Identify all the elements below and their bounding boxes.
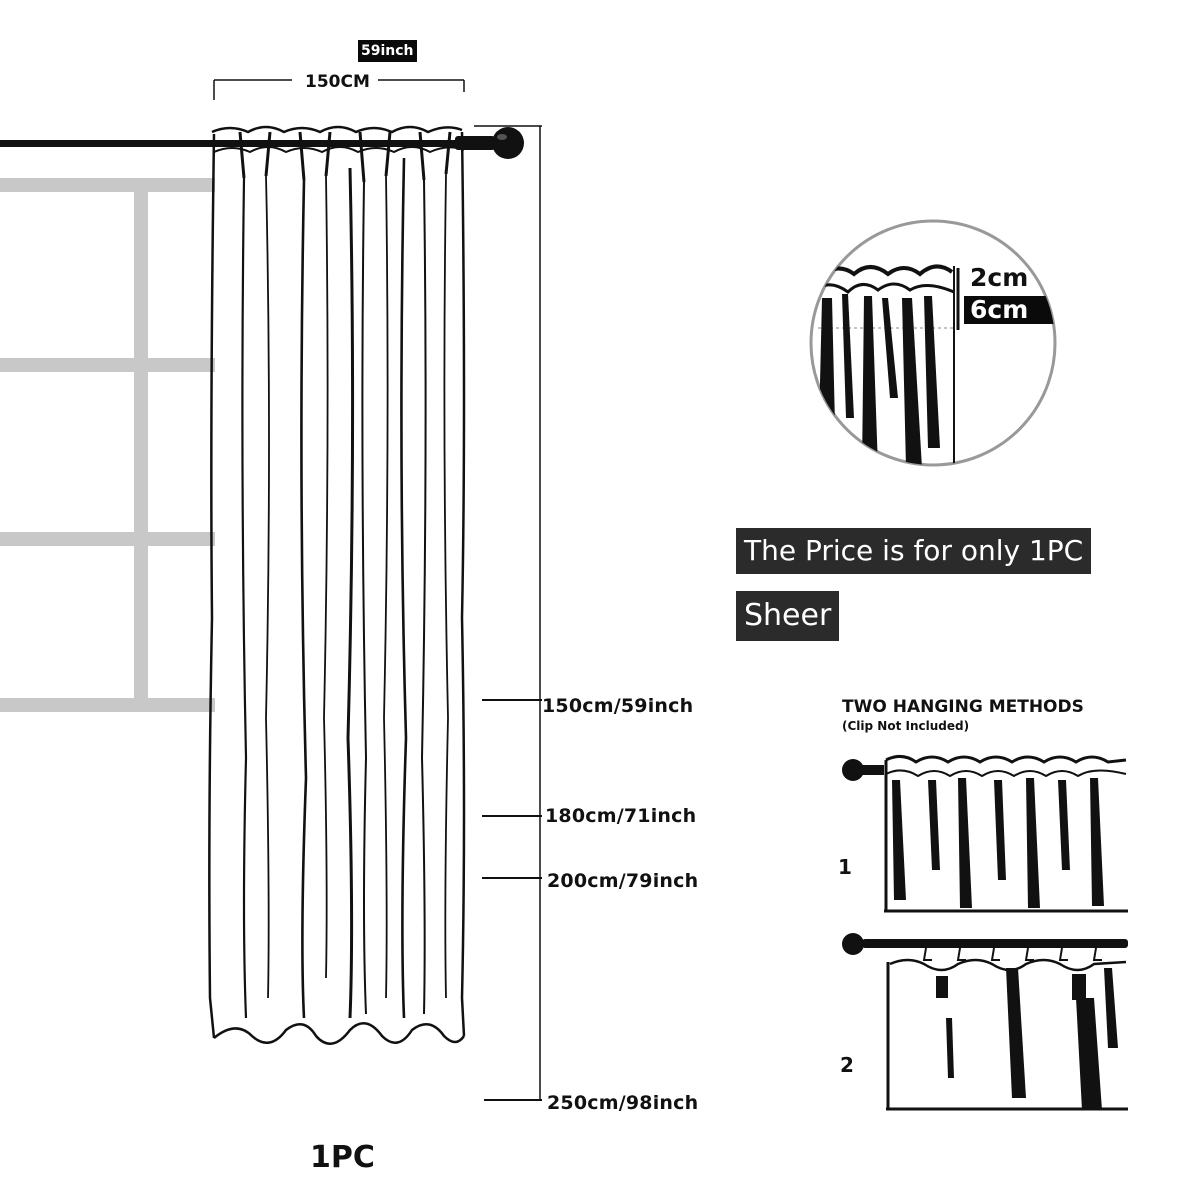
- length-label-150: 150cm/59inch: [542, 695, 694, 717]
- price-banner: The Price is for only 1PC: [736, 528, 1092, 574]
- hanging-method-1-illustration: [842, 755, 1128, 913]
- length-guide: [474, 125, 542, 1101]
- width-cm-label: 150CM: [305, 72, 370, 92]
- length-label-250: 250cm/98inch: [547, 1092, 699, 1114]
- curtain-illustration: [208, 125, 466, 1045]
- sheer-banner: Sheer: [736, 591, 840, 641]
- length-label-180: 180cm/71inch: [545, 805, 697, 827]
- length-label-200: 200cm/79inch: [547, 870, 699, 892]
- rod-pocket-label: 6cm: [970, 295, 1029, 324]
- width-dimension-line: [213, 79, 465, 100]
- hanging-methods-title: TWO HANGING METHODS: [842, 697, 1084, 717]
- top-header-label: 2cm: [970, 263, 1029, 292]
- curtain-rod: [0, 127, 524, 159]
- rod-pocket-detail: 2cm 6cm: [808, 218, 1058, 468]
- window-illustration: [0, 178, 215, 712]
- hanging-method-2-illustration: [842, 933, 1128, 1111]
- width-inch-label: 59inch: [358, 40, 417, 62]
- method-number-1: 1: [838, 855, 852, 879]
- quantity-label: 1PC: [310, 1140, 375, 1175]
- hanging-methods-note: (Clip Not Included): [842, 719, 970, 733]
- method-number-2: 2: [840, 1053, 854, 1077]
